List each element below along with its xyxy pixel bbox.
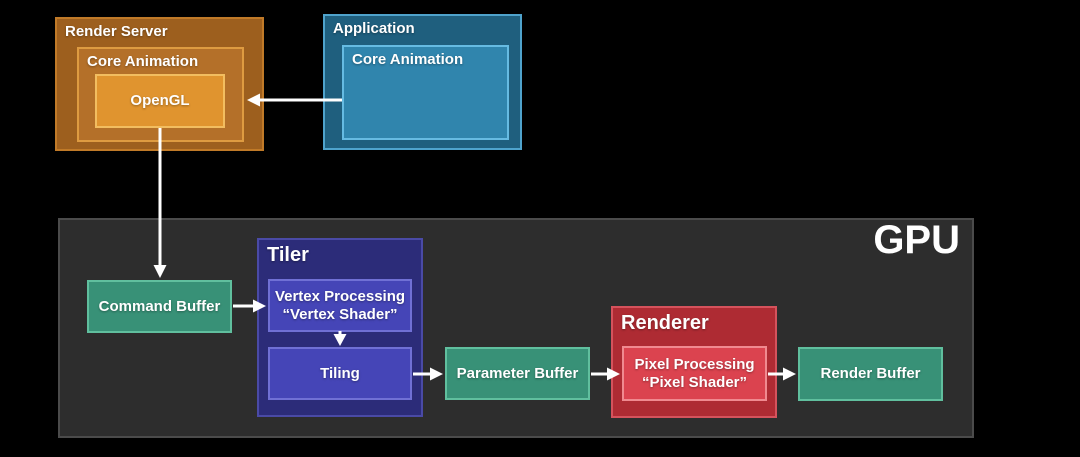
pixel-processing-label-line1: Pixel Processing [634, 355, 755, 373]
parameter-buffer-box: Parameter Buffer [445, 347, 590, 400]
opengl-label: OpenGL [130, 92, 190, 109]
core-animation-app-box: Core Animation [342, 45, 509, 140]
renderer-label: Renderer [621, 312, 709, 334]
core-animation-app-label: Core Animation [352, 51, 464, 68]
core-animation-server-box: Core Animation OpenGL [77, 47, 244, 142]
pixel-processing-box: Pixel Processing “Pixel Shader” [622, 346, 767, 401]
command-buffer-label: Command Buffer [98, 297, 221, 315]
parameter-buffer-label: Parameter Buffer [456, 364, 579, 382]
tiler-box: Tiler Vertex Processing “Vertex Shader” … [257, 238, 423, 417]
renderer-box: Renderer Pixel Processing “Pixel Shader” [611, 306, 777, 418]
vertex-processing-box: Vertex Processing “Vertex Shader” [268, 279, 412, 332]
tiling-box: Tiling [268, 347, 412, 400]
tiler-label: Tiler [267, 244, 309, 266]
pixel-processing-label-line2: “Pixel Shader” [641, 373, 748, 391]
opengl-box: OpenGL [95, 74, 225, 128]
render-server-box: Render Server Core Animation OpenGL [55, 17, 264, 151]
tiling-label: Tiling [320, 364, 360, 382]
command-buffer-box: Command Buffer [87, 280, 232, 333]
vertex-processing-label-line1: Vertex Processing [274, 287, 406, 305]
gpu-box: GPU Command Buffer Tiler Vertex Processi… [58, 218, 974, 438]
application-label: Application [333, 20, 415, 37]
render-buffer-label: Render Buffer [820, 365, 921, 382]
vertex-processing-label-line2: “Vertex Shader” [282, 305, 398, 323]
application-box: Application Core Animation [323, 14, 522, 150]
gpu-label: GPU [873, 218, 960, 262]
core-animation-server-label: Core Animation [87, 53, 199, 70]
render-buffer-box: Render Buffer [798, 347, 943, 401]
render-server-label: Render Server [65, 23, 168, 40]
